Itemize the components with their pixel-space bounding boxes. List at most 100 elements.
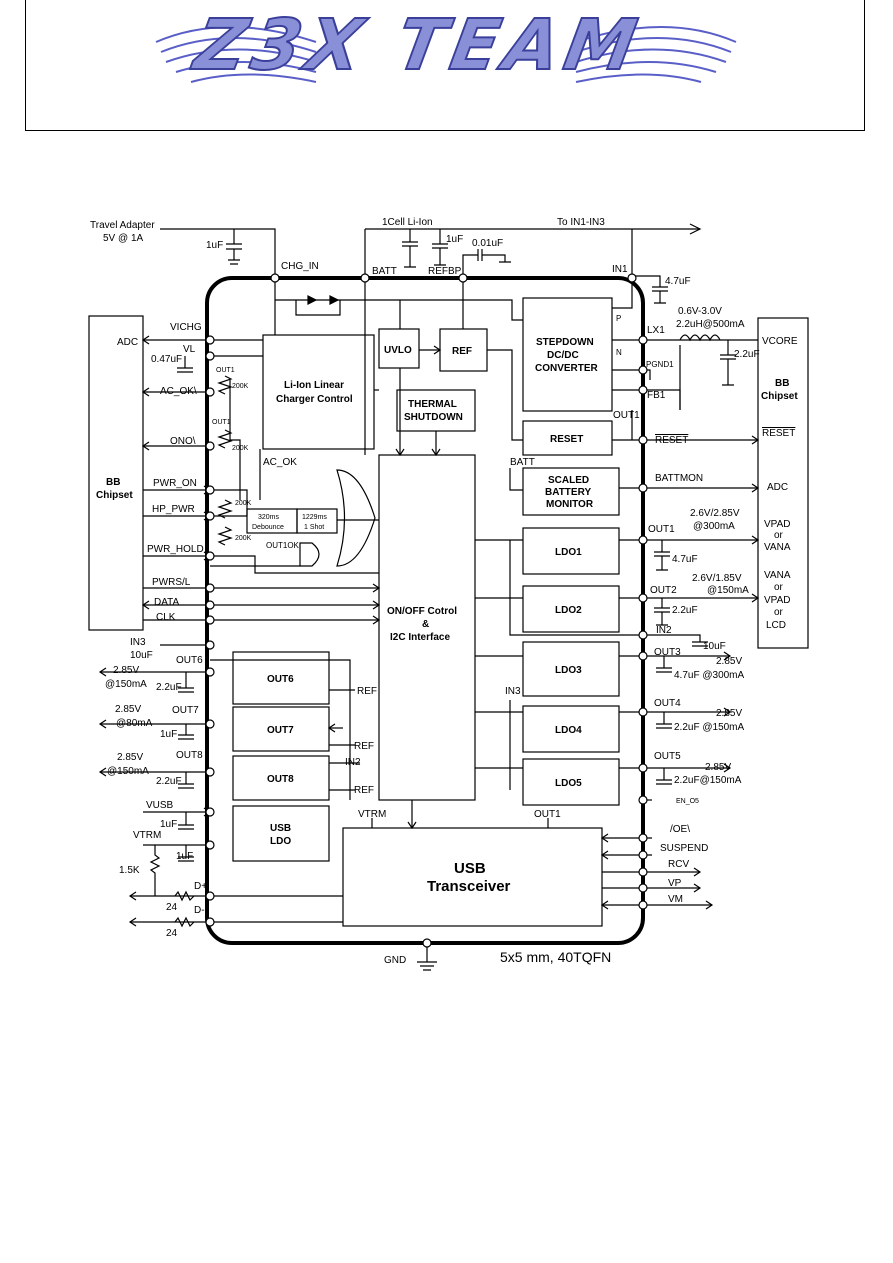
onoff-block xyxy=(378,454,476,801)
ldo4-label: LDO4 xyxy=(555,725,582,736)
reset-label: RESET xyxy=(550,434,583,445)
label-to-in: To IN1-IN3 xyxy=(557,217,605,228)
label-vtrm: VTRM xyxy=(133,830,161,841)
ldo2-block xyxy=(522,585,620,633)
label-dminus: D- xyxy=(194,905,205,916)
usb-ldo-block xyxy=(232,805,330,862)
ldo3-block xyxy=(522,641,620,697)
label-rcv: RCV xyxy=(668,859,689,870)
label-cap: 1uF xyxy=(160,819,177,830)
charger-control-block xyxy=(262,334,375,450)
sbm-label: SCALED xyxy=(548,475,589,486)
usb-ldo-label: LDO xyxy=(270,836,291,847)
label-or: or xyxy=(774,582,784,593)
label-reset-out: RESET xyxy=(655,435,688,446)
oneshot-block xyxy=(296,508,338,534)
label-in1: IN1 xyxy=(612,264,628,275)
label-oneshot: 1229ms xyxy=(302,514,327,521)
label-in2: IN2 xyxy=(656,625,672,636)
label-vusb: VUSB xyxy=(146,800,174,811)
label-out1-voltage: 2.6V/2.85V xyxy=(690,508,740,519)
label-r: 200K xyxy=(232,383,249,390)
right-bb-title: Chipset xyxy=(761,391,798,402)
ldo1-block xyxy=(522,527,620,575)
label-ref: REF xyxy=(354,741,374,752)
label-cap: 2.2uF xyxy=(672,605,698,616)
label-vana: VANA xyxy=(764,570,791,581)
out8-block xyxy=(232,755,330,801)
label-in2: IN2 xyxy=(345,757,361,768)
label-clk: CLK xyxy=(156,612,176,623)
thermal-label: THERMAL xyxy=(408,399,457,410)
label-out5-cap: 2.2uF@150mA xyxy=(674,775,742,786)
label-vana: VANA xyxy=(764,542,791,553)
uvlo-block xyxy=(378,328,420,369)
label-vm: VM xyxy=(668,894,683,905)
onoff-label: ON/OFF Cotrol xyxy=(387,606,457,617)
label-ref: REF xyxy=(357,686,377,697)
usb-ldo-label: USB xyxy=(270,823,291,834)
label-out7: OUT7 xyxy=(172,705,199,716)
label-r: 200K xyxy=(235,535,252,542)
label-oneshot: 1 Shot xyxy=(304,524,324,531)
reset-block xyxy=(522,420,613,456)
label-p: P xyxy=(616,314,621,323)
label-cap: 2.2uF xyxy=(156,776,182,787)
label-out6-current: @150mA xyxy=(105,679,147,690)
label-out7-current: @80mA xyxy=(116,718,153,729)
label-out3-voltage: 2.85V xyxy=(716,656,742,667)
label-out6: OUT6 xyxy=(176,655,203,666)
label-out4: OUT4 xyxy=(654,698,681,709)
label-r: 200K xyxy=(232,445,249,452)
label-out8-current: @150mA xyxy=(107,766,149,777)
bb-chipset-right xyxy=(757,317,809,649)
label-inductor: 2.2uH@500mA xyxy=(676,319,745,330)
uvlo-label: UVLO xyxy=(384,345,412,356)
label-vpad: VPAD xyxy=(764,595,791,606)
label-hp-pwr: HP_PWR xyxy=(152,504,195,515)
label-refbp: REFBP xyxy=(428,266,462,277)
label-out8: OUT8 xyxy=(176,750,203,761)
sbm-block xyxy=(522,467,620,516)
label-debounce: Debounce xyxy=(252,524,284,531)
label-in3: IN3 xyxy=(505,686,521,697)
label-out7-voltage: 2.85V xyxy=(115,704,141,715)
label-vl: VL xyxy=(183,344,196,355)
label-ac-ok-bar: AC_OK\ xyxy=(160,386,197,397)
label-cap: 1uF xyxy=(446,234,463,245)
label-cap: 10uF xyxy=(703,641,726,652)
right-bb-title: BB xyxy=(775,378,789,389)
label-or: or xyxy=(774,607,784,618)
label-oe: /OE\ xyxy=(670,824,690,835)
logo-wings xyxy=(155,26,737,83)
label-batt: BATT xyxy=(372,266,397,277)
label-cell: 1Cell Li-Ion xyxy=(382,217,433,228)
label-cap: 1uF xyxy=(206,240,223,251)
label-out2: OUT2 xyxy=(650,585,677,596)
label-out1-current: @300mA xyxy=(693,521,735,532)
ref-label: REF xyxy=(452,346,472,357)
label-fb1: FB1 xyxy=(647,390,666,401)
label-out1: OUT1 xyxy=(613,410,640,421)
label-or: or xyxy=(774,530,784,541)
ldo3-label: LDO3 xyxy=(555,665,582,676)
label-pwrs: PWRS/L xyxy=(152,577,191,588)
out6-block xyxy=(232,651,330,705)
label-data: DATA xyxy=(154,597,180,608)
label-pwr-on: PWR_ON xyxy=(153,478,197,489)
out7-label: OUT7 xyxy=(267,725,294,736)
usb-transceiver-label: USB xyxy=(454,860,486,877)
label-in3: IN3 xyxy=(130,637,146,648)
label-reset-bb: RESET xyxy=(762,428,795,439)
label-adc: ADC xyxy=(117,337,138,348)
label-out3: OUT3 xyxy=(654,647,681,658)
label-out1: OUT1 xyxy=(212,419,231,426)
label-cap: 10uF xyxy=(130,650,153,661)
label-dplus: D+ xyxy=(194,881,207,892)
label-out1: OUT1 xyxy=(216,367,235,374)
label-ono: ONO\ xyxy=(170,436,196,447)
label-out1: OUT1 xyxy=(534,809,561,820)
label-out1ok: OUT1OK xyxy=(266,541,300,550)
label-travel-adapter: Travel Adapter xyxy=(90,220,155,231)
